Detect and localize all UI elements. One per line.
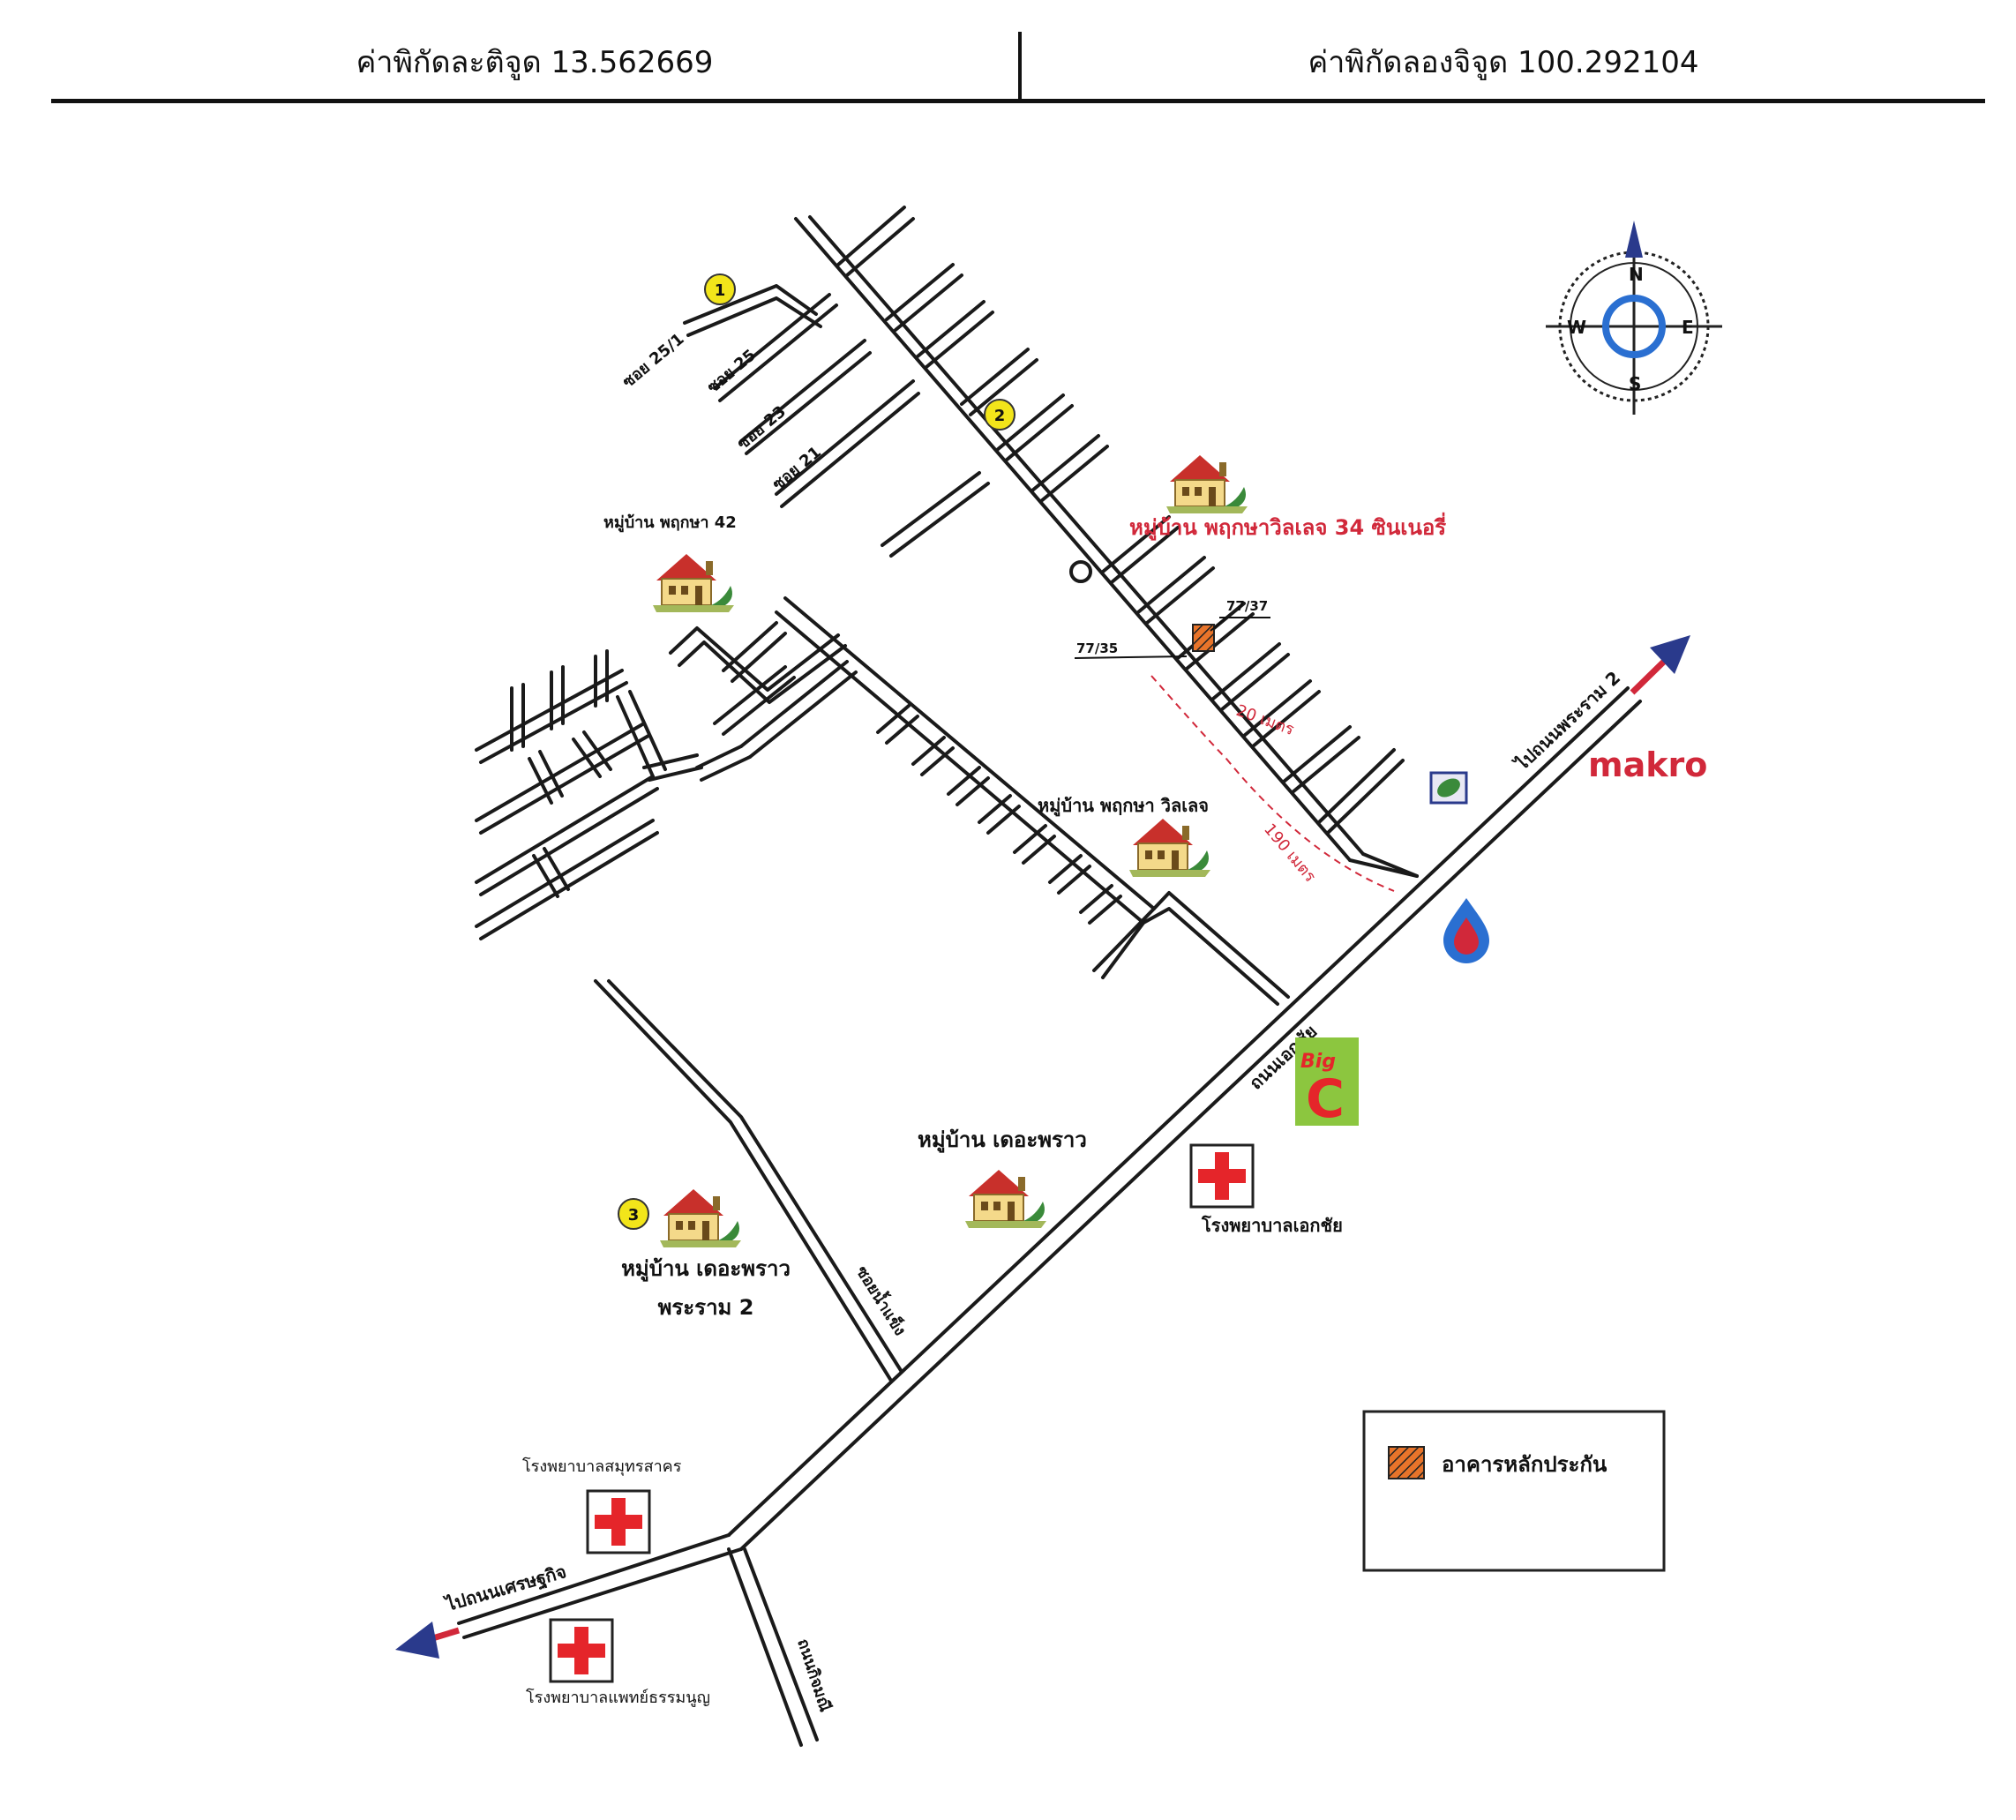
theplace-rama2-house-icon xyxy=(659,1188,742,1248)
fuel-drop-icon xyxy=(1443,898,1489,963)
plot-7735-label: 77/35 xyxy=(1076,640,1118,656)
soi-25-1-label: ซอย 25/1 xyxy=(619,330,688,392)
collateral-building xyxy=(1192,624,1215,652)
latitude-label: ค่าพิกัดละติจูด 13.562669 xyxy=(356,45,714,80)
hospital-thammanun-label: โรงพยาบาลแพทย์ธรรมนูญ xyxy=(526,1688,710,1707)
village-42-label: หมู่บ้าน พฤกษา 42 xyxy=(603,513,737,533)
marker-2: 2 xyxy=(984,399,1015,431)
distance-190m-label: 190 เมตร xyxy=(1260,820,1319,887)
arrow-to-rama2 xyxy=(1630,635,1690,695)
bigc-logo-big: Big xyxy=(1300,1051,1336,1073)
compass-e-label: E xyxy=(1682,317,1694,338)
makro-logo: makro xyxy=(1588,745,1707,784)
header-rule xyxy=(51,99,1985,103)
plot-7737-label: 77/37 xyxy=(1226,598,1268,614)
theplace-rama2-label-line2: พระราม 2 xyxy=(658,1295,754,1320)
ekachai-road xyxy=(727,686,1642,1551)
village-cross-streets-ne xyxy=(836,206,1405,835)
marker-3: 3 xyxy=(618,1198,649,1230)
marker-1: 1 xyxy=(704,273,736,305)
theplace-house-icon xyxy=(964,1169,1047,1229)
pruksa-village-label: หมู่บ้าน พฤกษา วิลเลจ xyxy=(1038,795,1209,818)
hospital-thammanun-icon xyxy=(549,1618,614,1683)
compass-w-label: W xyxy=(1567,317,1586,338)
compass-rose: N E S W xyxy=(1546,221,1722,415)
village-42-house-icon xyxy=(652,553,735,613)
setthakit-road xyxy=(457,1533,743,1639)
marker-1-label: 1 xyxy=(715,281,726,300)
longitude-label: ค่าพิกัดลองจิจูด 100.292104 xyxy=(1308,45,1699,80)
marker-2-label: 2 xyxy=(994,407,1006,425)
soi-nam-khaeng-label: ซอยน้ำแข็ง xyxy=(852,1261,912,1338)
soi-streets xyxy=(683,284,990,558)
compass-s-label: S xyxy=(1629,373,1641,394)
legend-collateral-label: อาคารหลักประกัน xyxy=(1442,1452,1608,1477)
leaf-icon xyxy=(1429,771,1468,805)
arrow-to-setthakit xyxy=(395,1622,461,1659)
hospital-ekachai-label: โรงพยาบาลเอกชัย xyxy=(1201,1215,1343,1236)
hospital-samut-icon xyxy=(586,1489,651,1554)
soi-21-label: ซอย 21 xyxy=(769,443,825,494)
compass-n-label: N xyxy=(1629,264,1644,285)
coordinate-header: ค่าพิกัดละติจูด 13.562669 ค่าพิกัดลองจิจ… xyxy=(51,0,1985,104)
header-divider xyxy=(1018,32,1022,99)
hospital-samut-label: โรงพยาบาลสมุทรสาคร xyxy=(522,1457,682,1476)
hospital-ekachai-icon xyxy=(1189,1143,1255,1209)
south-road xyxy=(727,1547,819,1747)
south-road-label: ถนนกิจมณี xyxy=(793,1637,834,1714)
theplace-label: หมู่บ้าน เดอะพราว xyxy=(918,1127,1087,1153)
left-village-network xyxy=(475,596,1290,1006)
village-34-house-icon xyxy=(1165,454,1248,514)
pruksa-village-house-icon xyxy=(1128,818,1211,878)
soi-23-label: ซอย 23 xyxy=(734,402,790,453)
soi-nam-khaeng xyxy=(594,979,903,1382)
legend-collateral-swatch xyxy=(1388,1446,1425,1479)
bigc-logo-c: C xyxy=(1306,1068,1345,1130)
bigc-logo: Big C xyxy=(1295,1037,1359,1130)
village-34-label: หมู่บ้าน พฤกษาวิลเลจ 34 ซินเนอรี่ xyxy=(1129,512,1446,541)
roundabout xyxy=(1069,560,1092,583)
legend-box: อาคารหลักประกัน xyxy=(1362,1410,1666,1572)
distance-route xyxy=(1150,675,1395,892)
theplace-rama2-label-line1: หมู่บ้าน เดอะพราว xyxy=(621,1256,791,1282)
marker-3-label: 3 xyxy=(628,1206,640,1225)
distance-20m-label: 20 เมตร xyxy=(1233,701,1296,739)
